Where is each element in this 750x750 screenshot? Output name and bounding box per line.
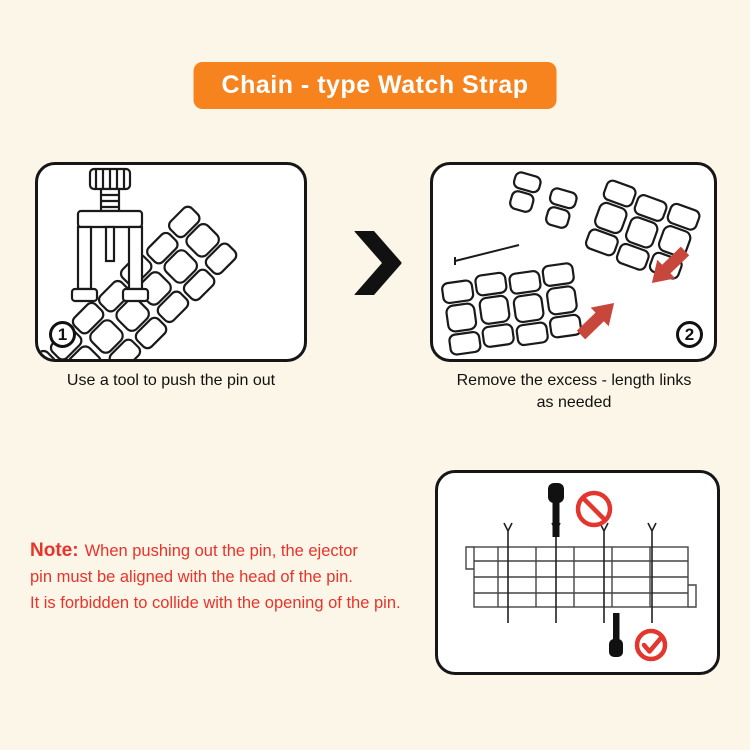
step2-number-badge: 2: [676, 321, 703, 348]
loose-pin: [454, 244, 520, 265]
band-segment-lower: [440, 261, 583, 357]
note-text: Note:When pushing out the pin, the eject…: [30, 540, 401, 612]
page-title: Chain - type Watch Strap: [221, 71, 529, 99]
band-cross-section: [465, 546, 697, 608]
band-segment-upper: [583, 177, 703, 282]
strap-pins: [503, 522, 657, 623]
pin-removal-tool-illustration: [38, 167, 240, 359]
prohibition-icon: [575, 490, 613, 528]
title-banner: Chain - type Watch Strap: [193, 62, 557, 109]
step1-number-badge: 1: [49, 321, 76, 348]
step2-panel: 2: [430, 162, 717, 362]
step1-caption: Use a tool to push the pin out: [66, 372, 276, 389]
note-label: Note:: [30, 540, 79, 561]
link-remover-tool: [70, 167, 150, 303]
step1-panel: 1: [35, 162, 307, 362]
ejector-pin-bottom: [609, 613, 623, 657]
ejector-pin-top: [548, 483, 564, 537]
step2-caption: Remove the excess - length links as need…: [456, 372, 692, 411]
check-circle-icon: [634, 628, 668, 662]
loose-link: [509, 171, 542, 213]
pin-alignment-illustration: [465, 483, 697, 662]
chevron-right-icon: [352, 229, 402, 297]
red-arrow-icons: [576, 246, 690, 340]
loose-link: [545, 187, 578, 229]
separated-links-illustration: [440, 171, 703, 357]
pin-alignment-detail-panel: [435, 470, 720, 675]
